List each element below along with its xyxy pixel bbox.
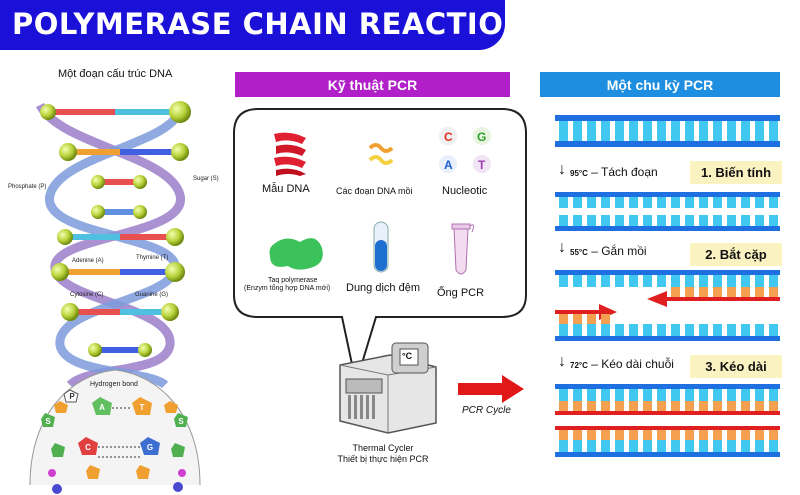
step3-arrow: ↓	[558, 353, 566, 370]
step2-phase-badge: 2. Bắt cặp	[690, 243, 782, 266]
molecular-detail	[41, 389, 188, 494]
strand-initial	[555, 115, 780, 147]
thymine-label: Thymine (T)	[136, 255, 169, 261]
buffer-label: Dung dịch đệm	[346, 282, 420, 294]
primers-label: Các đoạn DNA mồi	[336, 186, 413, 196]
thermal-cycler-caption: Thermal Cycler Thiết bị thực hiện PCR	[318, 443, 448, 465]
strand-denatured	[555, 192, 780, 231]
dna-template-icon	[274, 132, 306, 176]
buffer-tube-icon	[373, 221, 389, 273]
nucleotide-c: C	[444, 130, 453, 144]
taq-polymerase-label: Taq polymerase	[268, 277, 318, 284]
pcr-technique-header: Kỹ thuật PCR	[235, 72, 510, 97]
adenine-label: Adenine (A)	[72, 258, 104, 264]
page-title: POLYMERASE CHAIN REACTION	[12, 7, 529, 41]
base-t-letter: T	[140, 403, 145, 412]
nucleotide-t: T	[478, 158, 486, 172]
base-pair-rungs	[50, 109, 180, 353]
step2-action: Gắn mồi	[601, 244, 647, 258]
nucleotide-g: G	[477, 130, 487, 144]
step1-temp: 95°C	[570, 169, 588, 178]
title-banner: POLYMERASE CHAIN REACTION	[0, 0, 528, 50]
sugar-letter-right: S	[178, 417, 184, 426]
backbone-spheres	[40, 101, 191, 357]
sugar-letter-left: S	[45, 417, 51, 426]
phosphate-letter-left: P	[69, 392, 75, 401]
nucleotide-label: Nucleotic	[442, 185, 488, 197]
pcr-tube-label: Ống PCR	[437, 287, 485, 299]
nucleotide-a: A	[444, 158, 453, 172]
pcr-cycle-header: Một chu kỳ PCR	[540, 72, 780, 97]
pcr-cycle-label: PCR Cycle	[462, 405, 511, 416]
taq-polymerase-icon	[269, 238, 323, 270]
step1-action: Tách đoạn	[601, 165, 658, 179]
primers-icon	[368, 143, 394, 165]
strand-annealed	[555, 270, 780, 341]
step2-temp-row: 55°C – Gắn mồi	[570, 244, 647, 258]
base-c-letter: C	[85, 443, 91, 452]
step1-arrow: ↓	[558, 161, 566, 178]
hydrogen-bond-label: Hydrogen bond	[90, 381, 138, 388]
thermal-cycler-name: Thermal Cycler	[352, 443, 414, 453]
cytosine-label: Cytosine (C)	[70, 292, 104, 298]
nucleotide-icons	[439, 127, 491, 173]
pcr-tube-icon	[451, 223, 474, 275]
step3-temp-row: 72°C – Kéo dài chuỗi	[570, 357, 674, 371]
sugar-label: Sugar (S)	[193, 176, 219, 182]
dna-caption: Một đoạn cấu trúc DNA	[58, 68, 173, 80]
cycler-display: °C	[402, 351, 413, 361]
step3-temp: 72°C	[570, 361, 588, 370]
strand-extended	[555, 384, 780, 457]
pcr-cycle-arrow	[458, 375, 524, 403]
thermal-cycler-icon	[339, 342, 437, 434]
thermal-cycler-desc: Thiết bị thực hiện PCR	[337, 454, 429, 464]
dna-template-label: Mẫu DNA	[262, 183, 310, 195]
step2-temp: 55°C	[570, 248, 588, 257]
step1-temp-row: 95°C – Tách đoạn	[570, 165, 658, 179]
step3-action: Kéo dài chuỗi	[601, 357, 674, 371]
base-a-letter: A	[99, 403, 105, 412]
taq-polymerase-sublabel: (Enzym tổng hợp DNA mới)	[244, 285, 331, 292]
step1-phase-badge: 1. Biến tính	[690, 161, 782, 184]
step3-phase-badge: 3. Kéo dài	[690, 355, 782, 378]
base-g-letter: G	[147, 443, 153, 452]
step2-arrow: ↓	[558, 239, 566, 256]
phosphate-label: Phosphate (P)	[8, 184, 47, 190]
dna-helix-diagram: A T C G P S S	[29, 101, 201, 494]
guanine-label: Guanine (G)	[135, 292, 169, 298]
